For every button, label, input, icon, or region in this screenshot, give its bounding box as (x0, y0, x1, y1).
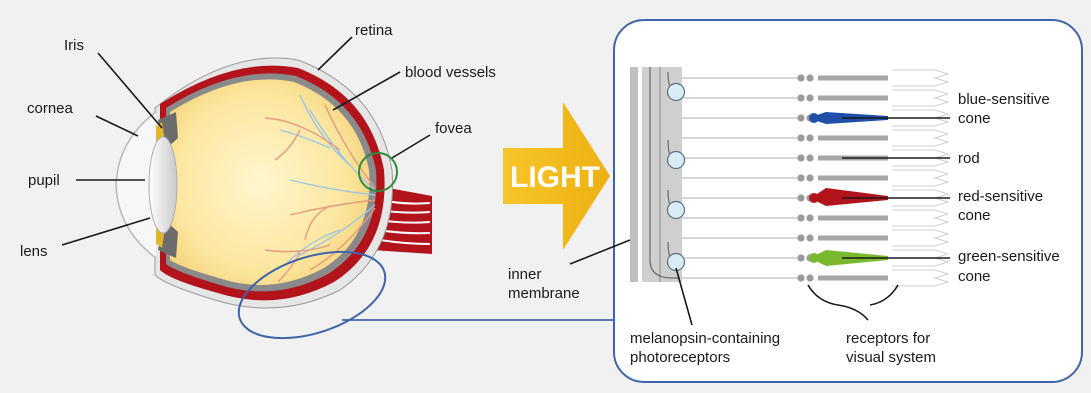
light-arrow: LIGHT (503, 102, 610, 250)
rod-segment (818, 216, 888, 221)
receptor-nucleus (806, 234, 813, 241)
receptor-nucleus (797, 134, 804, 141)
receptor-nucleus (797, 214, 804, 221)
label-green-cone-2: cone (958, 268, 991, 285)
label-inner-1: inner (508, 266, 541, 283)
label-receptors-2: visual system (846, 349, 936, 366)
rod-segment (818, 136, 888, 141)
label-cornea: cornea (27, 100, 74, 117)
receptor-nucleus (797, 254, 804, 261)
lens (149, 137, 177, 233)
receptor-nucleus (797, 174, 804, 181)
receptor-nucleus (797, 234, 804, 241)
label-red-cone-2: cone (958, 207, 991, 224)
receptor-nucleus (797, 114, 804, 121)
label-fovea: fovea (435, 120, 472, 137)
label-iris: Iris (64, 37, 84, 54)
eyeball (116, 58, 432, 355)
receptor-nucleus (806, 134, 813, 141)
rod-segment (818, 96, 888, 101)
receptor-nucleus (797, 154, 804, 161)
receptor-nucleus (806, 154, 813, 161)
rod-segment (818, 236, 888, 241)
rod-segment (818, 176, 888, 181)
label-blood-vessels: blood vessels (405, 64, 496, 81)
receptor-nucleus (806, 214, 813, 221)
label-retina: retina (355, 22, 393, 39)
label-green-cone-1: green-sensitive (958, 248, 1060, 265)
receptor-nucleus (797, 94, 804, 101)
label-pupil: pupil (28, 172, 60, 189)
receptor-nucleus (797, 194, 804, 201)
label-melanopsin-2: photoreceptors (630, 349, 730, 366)
label-blue-cone-2: cone (958, 110, 991, 127)
label-red-cone-1: red-sensitive (958, 188, 1043, 205)
label-rod: rod (958, 150, 980, 167)
receptor-nucleus (797, 274, 804, 281)
receptor-nucleus (797, 74, 804, 81)
rod-segment (818, 76, 888, 81)
receptor-nucleus (806, 94, 813, 101)
rod-segment (818, 276, 888, 281)
label-inner-2: membrane (508, 285, 580, 302)
receptor-nucleus (806, 274, 813, 281)
label-melanopsin-1: melanopsin-containing (630, 330, 780, 347)
label-lens: lens (20, 243, 48, 260)
label-receptors-1: receptors for (846, 330, 930, 347)
light-arrow-label: LIGHT (510, 161, 600, 194)
receptor-nucleus (806, 74, 813, 81)
receptor-nucleus (806, 174, 813, 181)
label-blue-cone-1: blue-sensitive (958, 91, 1050, 108)
